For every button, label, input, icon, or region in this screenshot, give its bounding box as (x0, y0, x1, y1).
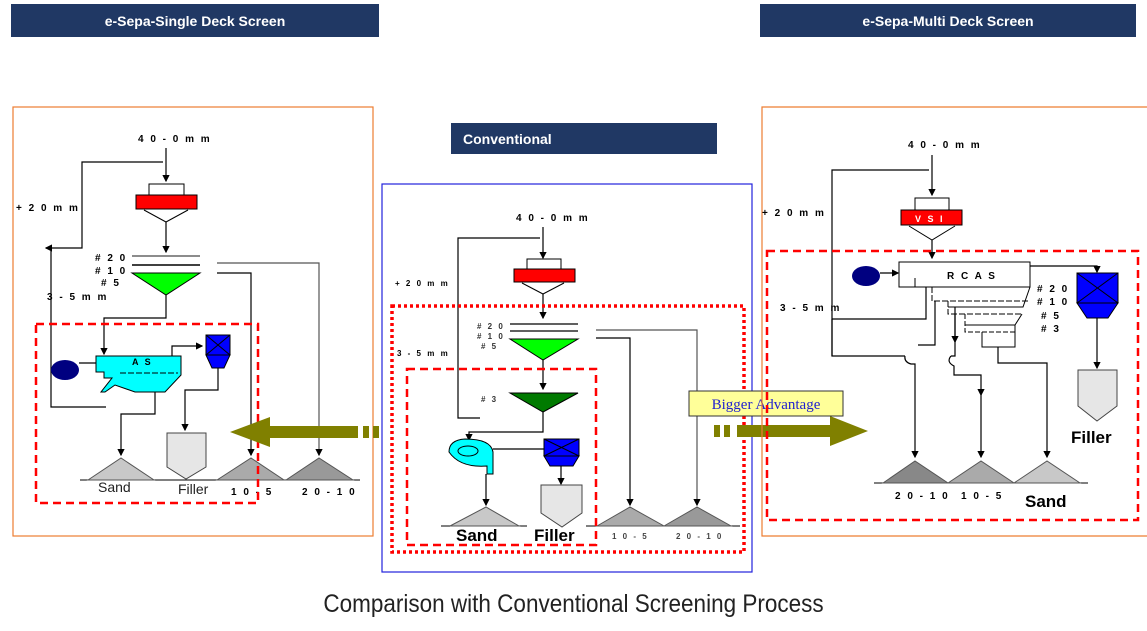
single-panel-border (12, 106, 374, 537)
single-highlight-box (34, 322, 260, 505)
conv-product-20-10: 2 0 - 1 0 (676, 532, 723, 541)
multi-unit-label: R C A S (947, 271, 997, 282)
header-conventional: Conventional (451, 123, 717, 154)
header-multi-deck: e-Sepa-Multi Deck Screen (760, 4, 1136, 37)
single-mesh-20: # 2 0 (95, 253, 127, 264)
conv-mesh-5: # 5 (481, 342, 498, 351)
multi-rcas-icon: R C A S (852, 261, 1031, 348)
multi-pile-10-5 (946, 460, 1016, 484)
single-mesh-5: # 5 (101, 278, 121, 289)
multi-panel-border (761, 106, 1147, 537)
multi-fines-label: 3 - 5 m m (780, 303, 841, 314)
single-pile-10-5 (215, 457, 286, 481)
arrow-left-icon (230, 417, 379, 447)
single-mesh-10: # 1 0 (95, 266, 127, 277)
conv-product-sand: Sand (456, 526, 498, 545)
single-feed-label: 4 0 - 0 m m (138, 134, 212, 145)
conv-filler-hopper-icon (543, 438, 580, 467)
single-product-filler: Filler (178, 481, 209, 497)
multi-highlight-box (765, 249, 1140, 522)
figure-caption: Comparison with Conventional Screening P… (323, 590, 824, 618)
single-pile-20-10 (284, 457, 355, 481)
multi-product-10-5: 1 0 - 5 (961, 491, 1003, 502)
single-product-sand: Sand (98, 479, 131, 495)
header-multi-deck-label: e-Sepa-Multi Deck Screen (862, 12, 1034, 29)
single-fines-label: 3 - 5 m m (47, 292, 108, 303)
multi-pile-20-10 (881, 460, 950, 484)
single-filler-hopper-icon (205, 334, 231, 369)
conv-mesh-3: # 3 (481, 395, 498, 404)
conv-product-10-5: 1 0 - 5 (612, 532, 649, 541)
single-filler-silo-icon (166, 432, 207, 480)
conv-highlight-box (405, 367, 598, 547)
conv-recycle-label: + 2 0 m m (395, 279, 450, 288)
conv-feed-label: 4 0 - 0 m m (516, 213, 590, 224)
multi-filler-silo-icon (1077, 369, 1118, 422)
multi-mesh-10: # 1 0 (1037, 297, 1069, 308)
multi-mesh-5: # 5 (1041, 311, 1061, 322)
multi-feed-label: 4 0 - 0 m m (908, 140, 982, 151)
arrow-right-icon (714, 416, 868, 446)
multi-mesh-20: # 2 0 (1037, 284, 1069, 295)
conv-pile-10-5 (595, 506, 666, 527)
conv-product-filler: Filler (534, 526, 575, 545)
multi-pile-sand (1012, 460, 1082, 484)
conv-mesh-20: # 2 0 (477, 322, 505, 331)
header-single-deck-label: e-Sepa-Single Deck Screen (104, 12, 286, 29)
single-air-separator-icon: A S (51, 355, 182, 393)
single-product-10-5: 1 0 - 5 (231, 487, 273, 498)
single-screen-icon (130, 255, 202, 296)
conv-mesh-10: # 1 0 (477, 332, 505, 341)
multi-vsi-crusher-icon: V S I (900, 197, 963, 241)
multi-crusher-label: V S I (915, 214, 945, 224)
single-product-20-10: 2 0 - 1 0 (302, 487, 357, 498)
single-crusher-icon (135, 183, 198, 223)
conv-cyclone-icon (448, 438, 494, 475)
multi-product-20-10: 2 0 - 1 0 (895, 491, 950, 502)
multi-mesh-3: # 3 (1041, 324, 1061, 335)
single-deck-panel: 4 0 - 0 m m + 2 0 m m # 2 0 # 1 0 # 5 3 … (12, 106, 374, 537)
single-recycle-label: + 2 0 m m (16, 203, 80, 214)
header-single-deck: e-Sepa-Single Deck Screen (11, 4, 379, 37)
conv-screen-3-icon (508, 392, 579, 413)
conv-fines-label: 3 - 5 m m (397, 349, 450, 358)
single-pile-sand (86, 457, 156, 481)
conventional-panel: 4 0 - 0 m m + 2 0 m m # 2 0 # 1 0 # 5 3 … (381, 183, 753, 573)
multi-product-sand: Sand (1025, 492, 1067, 511)
conv-crusher-icon (513, 258, 576, 295)
conv-pile-sand (449, 506, 521, 527)
multi-deck-panel: 4 0 - 0 m m + 2 0 m m V S I R C A S # 2 … (761, 106, 1147, 537)
multi-filler-hopper-icon (1076, 272, 1119, 319)
multi-product-filler: Filler (1071, 428, 1112, 447)
conv-filler-silo-icon (540, 484, 583, 528)
conv-pile-20-10 (662, 506, 733, 527)
single-unit-label: A S (132, 357, 153, 367)
conventional-panel-border (381, 183, 753, 573)
multi-recycle-label: + 2 0 m m (762, 208, 826, 219)
header-conventional-label: Conventional (463, 130, 552, 147)
conv-screen-icon (508, 323, 580, 361)
